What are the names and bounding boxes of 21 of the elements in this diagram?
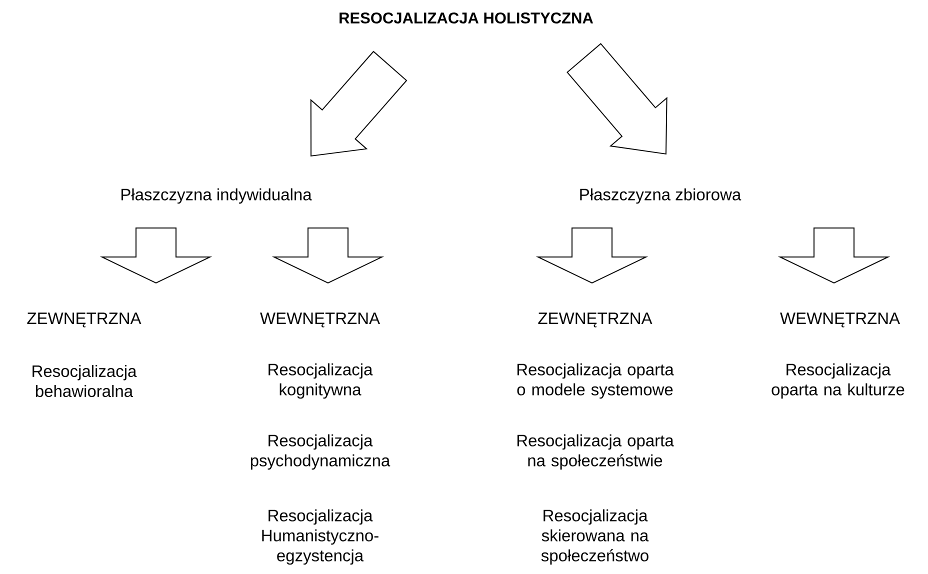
heading: RESOCJALIZACJA HOLISTYCZNA	[340, 12, 594, 24]
description-text: Resocjalizacja oparta na społeczeństwie	[517, 434, 674, 470]
description-text: Resocjalizacja kognitywna	[268, 363, 373, 399]
category-label: ZEWNĘTRZNA	[27, 312, 142, 328]
description-text: Resocjalizacja Humanistyczno-egzystencja	[262, 509, 378, 565]
description-text: Resocjalizacja psychodynamiczna	[250, 434, 390, 470]
block-arrow	[566, 43, 668, 155]
block-arrow	[100, 228, 212, 284]
block-arrow	[310, 50, 408, 157]
block-arrow	[272, 228, 384, 284]
block-arrow	[778, 228, 890, 284]
level-label: Płaszczyzna indywidualna	[122, 188, 312, 204]
description-text: Resocjalizacja behawioralna	[32, 364, 137, 398]
description-text: Resocjalizacja oparta o modele systemowe	[517, 363, 674, 399]
block-arrow	[536, 228, 648, 284]
category-label: WEWNĘTRZNA	[780, 312, 900, 328]
description-text: Resocjalizacja skierowana na społeczeństwo	[541, 509, 649, 565]
level-label: Płaszczyzna zbiorowa	[580, 188, 742, 204]
category-label: ZEWNĘTRZNA	[538, 312, 652, 328]
description-text: Resocjalizacja oparta na kulturze	[772, 363, 904, 399]
category-label: WEWNĘTRZNA	[260, 312, 380, 328]
